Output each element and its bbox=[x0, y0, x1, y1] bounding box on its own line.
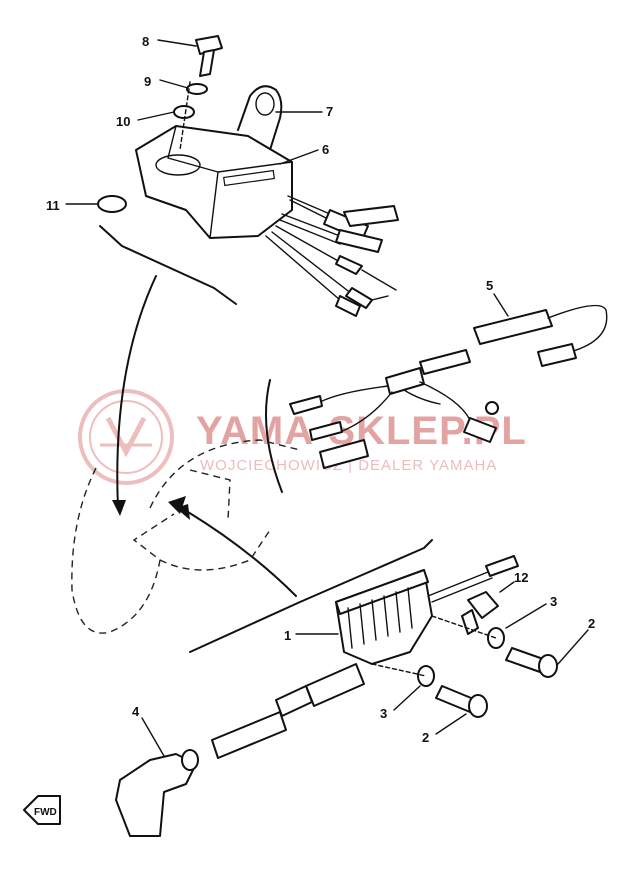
leader-6 bbox=[279, 149, 319, 165]
cdi-terminal-b bbox=[345, 287, 373, 309]
leader-5 bbox=[493, 293, 509, 317]
cdi-connector-b bbox=[343, 205, 399, 227]
hv-lead bbox=[211, 711, 287, 759]
coil-hv-sleeve bbox=[275, 685, 313, 717]
coil-connector-assembly bbox=[461, 591, 499, 635]
harness-lead bbox=[547, 304, 608, 353]
spark-plug-cap bbox=[115, 749, 199, 837]
wire-harness bbox=[265, 304, 608, 493]
frame-outline bbox=[71, 439, 301, 634]
bolt-head-8 bbox=[195, 35, 223, 55]
leader-10 bbox=[137, 111, 175, 121]
callout-9: 9 bbox=[144, 74, 151, 89]
harness-terminal-a bbox=[289, 395, 323, 415]
fwd-marker: FWD bbox=[23, 795, 61, 825]
harness-ring-terminal bbox=[485, 401, 499, 415]
frame-outline-top bbox=[149, 439, 301, 509]
cdi-label-plate bbox=[223, 169, 275, 187]
cdi-unit-body bbox=[135, 125, 293, 239]
harness-connector-c bbox=[463, 417, 497, 443]
callout-3b: 3 bbox=[550, 594, 557, 609]
cdi-fasteners bbox=[97, 35, 223, 213]
leader-3b bbox=[505, 603, 547, 629]
cdi-unit-edge bbox=[167, 125, 293, 173]
coil-fasteners bbox=[371, 615, 558, 718]
callout-2a: 2 bbox=[422, 730, 429, 745]
grommet-11 bbox=[97, 195, 127, 213]
cdi-terminal-a bbox=[335, 255, 363, 275]
frame-outline-left bbox=[71, 467, 175, 634]
harness-branches bbox=[319, 381, 471, 433]
coil-ground-wire bbox=[427, 571, 493, 603]
cdi-unit-assembly bbox=[135, 85, 399, 317]
leader-9 bbox=[159, 79, 189, 89]
arrow-head-1 bbox=[112, 500, 126, 516]
coil-hv-boot bbox=[305, 663, 365, 707]
washer-3a bbox=[417, 665, 435, 687]
harness-connector-b bbox=[319, 439, 369, 469]
cdi-mount-boss bbox=[155, 154, 201, 176]
callout-10: 10 bbox=[116, 114, 130, 129]
cdi-wire-b bbox=[279, 213, 341, 245]
arrow-cdi-location bbox=[116, 275, 157, 509]
leader-2a bbox=[435, 713, 467, 735]
bracket-part bbox=[237, 85, 283, 151]
cdi-wire-e bbox=[371, 295, 389, 301]
leader-8 bbox=[157, 39, 197, 47]
harness-sleeve-b bbox=[419, 349, 471, 375]
bolt-2a-head bbox=[468, 694, 488, 718]
leader-3a bbox=[393, 685, 421, 711]
ignition-coil-fins bbox=[347, 587, 413, 649]
cdi-unit-edge-2 bbox=[209, 171, 219, 239]
coil-wire-terminal bbox=[485, 555, 519, 577]
callout-3a: 3 bbox=[380, 706, 387, 721]
leader-12 bbox=[499, 581, 515, 593]
coil-zone-bracket bbox=[189, 539, 433, 653]
washer-9 bbox=[186, 83, 208, 95]
washer-10 bbox=[173, 105, 195, 119]
fwd-arrow-icon bbox=[23, 795, 61, 825]
callout-12: 12 bbox=[514, 570, 528, 585]
bracket-hole bbox=[255, 92, 275, 116]
callout-7: 7 bbox=[326, 104, 333, 119]
assembly-axis bbox=[179, 81, 191, 151]
callout-4: 4 bbox=[132, 704, 140, 719]
frame-outline-lower bbox=[159, 529, 271, 571]
bolt-shank-8 bbox=[199, 49, 215, 77]
cdi-wire-d bbox=[361, 269, 397, 291]
watermark-logo-icon bbox=[78, 389, 174, 485]
plug-cap-end bbox=[181, 749, 199, 771]
leader-4 bbox=[141, 717, 165, 757]
cdi-terminal-c bbox=[335, 295, 361, 317]
callout-8: 8 bbox=[142, 34, 149, 49]
connector-12 bbox=[467, 591, 499, 619]
location-marker bbox=[168, 496, 186, 514]
callout-2b: 2 bbox=[588, 616, 595, 631]
arrow-coil-location bbox=[187, 511, 297, 597]
callout-1: 1 bbox=[284, 628, 291, 643]
leader-2b bbox=[557, 629, 589, 665]
harness-zone-bracket bbox=[265, 379, 283, 493]
callout-5: 5 bbox=[486, 278, 493, 293]
harness-terminal-b bbox=[309, 421, 343, 441]
callouts: 8 9 10 7 6 11 5 1 12 3 2 3 2 4 bbox=[46, 34, 595, 757]
bolt-2b-head bbox=[538, 654, 558, 678]
cdi-zone-bracket bbox=[99, 225, 237, 305]
fastener-axes bbox=[371, 615, 497, 677]
cdi-wire-c bbox=[265, 225, 353, 301]
frame-outline-inner bbox=[189, 469, 231, 521]
cdi-connector-c bbox=[335, 229, 383, 253]
harness-connector bbox=[537, 343, 577, 367]
fwd-label: FWD bbox=[34, 807, 57, 818]
location-arrows bbox=[112, 275, 297, 597]
plug-cap-body bbox=[115, 753, 197, 837]
ignition-coil-assembly bbox=[189, 539, 519, 759]
callout-6: 6 bbox=[322, 142, 329, 157]
callout-11: 11 bbox=[46, 198, 60, 213]
ignition-coil-top bbox=[335, 569, 429, 615]
harness-sleeve-a bbox=[473, 309, 553, 345]
